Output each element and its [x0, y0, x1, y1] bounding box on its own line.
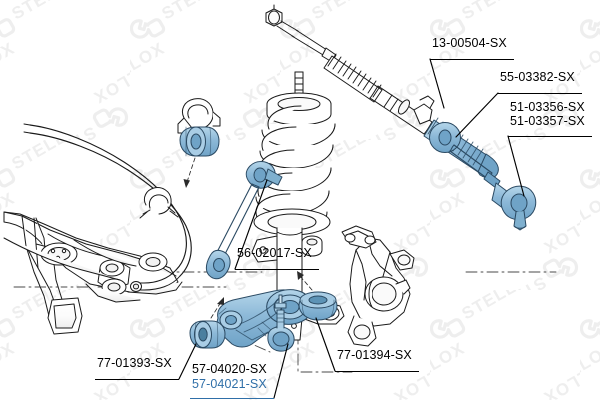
assembly-arrow-rear-bushing: [299, 275, 313, 291]
label-57-04021-SX: 57-04021-SX: [192, 377, 267, 391]
leader-55-03382-SX: [455, 92, 499, 138]
subframe-crossmember: [3, 211, 183, 335]
upper-link-bushing: [301, 235, 323, 257]
coil-spring-strut: [251, 71, 345, 341]
label-underline-57-04021-SX: [190, 398, 274, 399]
stabilizer-bar-clamp: [177, 98, 221, 136]
label-51-03356-SX: 51-03356-SX: [510, 100, 585, 114]
leader-51-03356-57-SX: [507, 135, 525, 197]
leader-57-04020-21-SX: [273, 343, 289, 399]
stabilizer-bar: [23, 123, 192, 292]
label-underline-51-03357-SX: [508, 136, 592, 137]
stabilizer-link: [205, 161, 283, 280]
outer-tie-rod-end: [491, 182, 537, 231]
steering-rack: [265, 4, 435, 135]
label-underline-77-01394-SX: [335, 371, 419, 372]
assembly-arrow-front-bushing: [210, 301, 222, 319]
label-56-02017-SX: 56-02017-SX: [237, 246, 312, 260]
label-underline-77-01393-SX: [95, 379, 179, 380]
label-55-03382-SX: 55-03382-SX: [500, 70, 575, 84]
label-underline-55-03382-SX: [498, 93, 582, 94]
label-51-03357-SX: 51-03357-SX: [510, 114, 585, 128]
assembly-arrow-stab-bushing: [186, 157, 196, 183]
label-77-01393-SX: 77-01393-SX: [97, 356, 172, 370]
leader-56-02017-SX: [234, 179, 268, 270]
label-57-04020-SX: 57-04020-SX: [192, 362, 267, 376]
label-13-00504-SX: 13-00504-SX: [432, 36, 507, 50]
stabilizer-bar-bushing: [179, 126, 220, 157]
steering-knuckle: [341, 225, 415, 347]
leader-13-00504-SX: [429, 58, 445, 109]
control-arm-front-bushing: [189, 320, 226, 349]
label-underline-13-00504-SX: [430, 59, 514, 60]
control-arm-rear-bushing: [298, 291, 338, 321]
leader-77-01393-SX: [178, 343, 197, 380]
label-underline-56-02017-SX: [235, 269, 319, 270]
label-77-01394-SX: 77-01394-SX: [337, 348, 412, 362]
leader-77-01394-SX: [315, 317, 336, 372]
